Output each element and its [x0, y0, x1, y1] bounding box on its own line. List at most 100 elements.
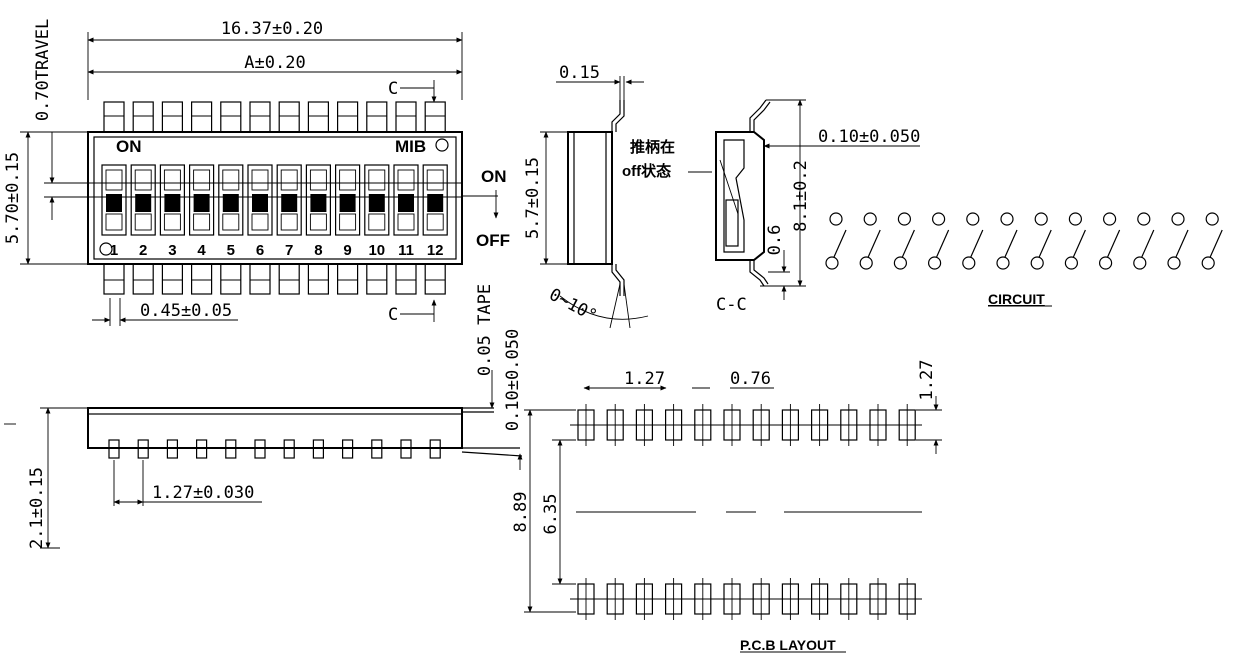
- switch-slot: [393, 164, 419, 236]
- switch-actuator: [368, 194, 385, 212]
- angle-dim: 0~10°: [546, 285, 601, 327]
- switch-slot: [159, 164, 185, 236]
- circuit-switch-blade: [867, 229, 881, 258]
- overall-height-dim: 8.1±0.2: [791, 160, 811, 232]
- switch-lower-window: [339, 213, 357, 231]
- bottom-lead: [220, 263, 242, 295]
- pin-number: 10: [368, 242, 385, 259]
- clearance-dim: 0.10±0.050: [818, 127, 920, 147]
- switch-window: [134, 169, 152, 191]
- direction-off-label: OFF: [476, 231, 510, 250]
- circuit-switch-blade: [1175, 229, 1189, 258]
- top-lead: [395, 101, 417, 133]
- pin-number: 4: [197, 242, 206, 259]
- pcb-layout-label: P.C.B LAYOUT: [740, 637, 836, 653]
- switch-lower-window: [105, 213, 123, 231]
- switch-actuator: [398, 194, 414, 212]
- circuit-terminal-top: [863, 212, 877, 226]
- switch-slot: [218, 164, 244, 236]
- switch-lower-window: [134, 213, 152, 231]
- note-line1: 推柄在: [630, 138, 675, 156]
- pin-width-dim: 0.45±0.05: [140, 301, 232, 321]
- switch-actuator: [252, 194, 268, 212]
- switch-window: [105, 169, 123, 191]
- circuit-terminal-bottom: [962, 256, 976, 270]
- switch-window: [426, 169, 444, 191]
- bottom-view-lead: [429, 439, 441, 459]
- bottom-height-dim: 2.1±0.15: [27, 467, 47, 549]
- circuit-terminal-bottom: [996, 256, 1010, 270]
- circuit-terminal-top: [1171, 212, 1185, 226]
- circuit-terminal-top: [966, 212, 980, 226]
- bottom-lead: [366, 263, 388, 295]
- circuit-terminal-bottom: [927, 256, 942, 270]
- switch-window: [339, 169, 357, 191]
- pin-number: 11: [398, 242, 414, 259]
- bottom-view: 2.1±0.15 1.27±0.030 0.05 TAPE 0.10±0.050: [4, 284, 523, 549]
- circuit-switch-blade: [833, 229, 847, 258]
- bottom-lead: [161, 263, 183, 295]
- section-view: 8.1±0.2 0.10±0.050 0.6 C-C: [715, 99, 920, 315]
- bottom-lead: [424, 263, 446, 295]
- bottom-lead: [395, 263, 417, 295]
- top-lead: [161, 101, 183, 133]
- pad-width-dim: 0.76: [730, 369, 771, 389]
- circuit-terminal-bottom: [859, 256, 873, 270]
- circuit: CIRCUIT: [825, 212, 1223, 307]
- switch-lower-window: [426, 213, 444, 231]
- circuit-terminal-bottom: [1064, 256, 1079, 270]
- switch-actuator: [339, 194, 356, 212]
- pin-number: 2: [139, 242, 147, 259]
- lead-height-dim: 0.6: [765, 225, 785, 256]
- circuit-terminal-top: [1205, 212, 1219, 226]
- pin-number: 12: [427, 242, 444, 259]
- switch-window: [280, 169, 298, 191]
- switch-slot: [130, 164, 156, 236]
- pin-number: 1: [110, 242, 118, 259]
- circuit-switch-blade: [901, 229, 915, 258]
- top-lead: [191, 101, 213, 133]
- switch-actuator: [222, 194, 239, 212]
- switch-lower-window: [222, 213, 240, 231]
- circuit-terminal-top: [829, 212, 843, 226]
- pin-number: 6: [256, 242, 264, 259]
- bottom-lead: [132, 263, 154, 295]
- pcb-pads: [570, 404, 922, 620]
- circuit-terminal-bottom: [1098, 256, 1113, 270]
- switch-lower-window: [397, 213, 415, 231]
- circuit-switch-blade: [1038, 229, 1052, 258]
- height-dim: 5.70±0.15: [3, 152, 23, 244]
- switch-slot: [189, 164, 215, 236]
- top-lead: [278, 101, 300, 133]
- bottom-lead: [278, 263, 300, 295]
- circuit-switch-blade: [1004, 229, 1018, 258]
- row-span-dim: 8.89: [511, 492, 531, 533]
- switch-lower-window: [251, 213, 269, 231]
- bottom-view-lead: [225, 439, 237, 459]
- circuit-terminal-top: [1034, 212, 1048, 226]
- bottom-lead: [249, 263, 271, 295]
- pcb-layout: 8.89 6.35 1.27 0.76 1.27 P.C.B LAYOUT: [511, 360, 942, 653]
- switch-lower-window: [368, 213, 386, 231]
- top-lead: [249, 101, 271, 133]
- pitch-dim: 1.27±0.030: [152, 483, 254, 503]
- switch-lower-window: [163, 213, 181, 231]
- circuit-terminal-top: [1137, 212, 1151, 226]
- switch-window: [222, 169, 240, 191]
- circuit-switch-blade: [970, 229, 984, 258]
- top-lead: [307, 101, 329, 133]
- switch-window: [193, 169, 211, 191]
- switch-actuator: [310, 194, 327, 212]
- circuit-switch-blade: [1072, 229, 1086, 258]
- bottom-view-lead: [108, 439, 120, 459]
- circuit-label: CIRCUIT: [988, 291, 1045, 307]
- circuit-switch-blade: [1209, 229, 1223, 258]
- top-lead: [337, 101, 359, 133]
- switch-actuator: [193, 194, 210, 212]
- switch-window: [368, 169, 386, 191]
- switch-lower-window: [309, 213, 327, 231]
- a-width-dim: A±0.20: [244, 53, 305, 73]
- circuit-switch-blade: [1141, 229, 1155, 258]
- circuit-terminal-bottom: [1201, 256, 1215, 270]
